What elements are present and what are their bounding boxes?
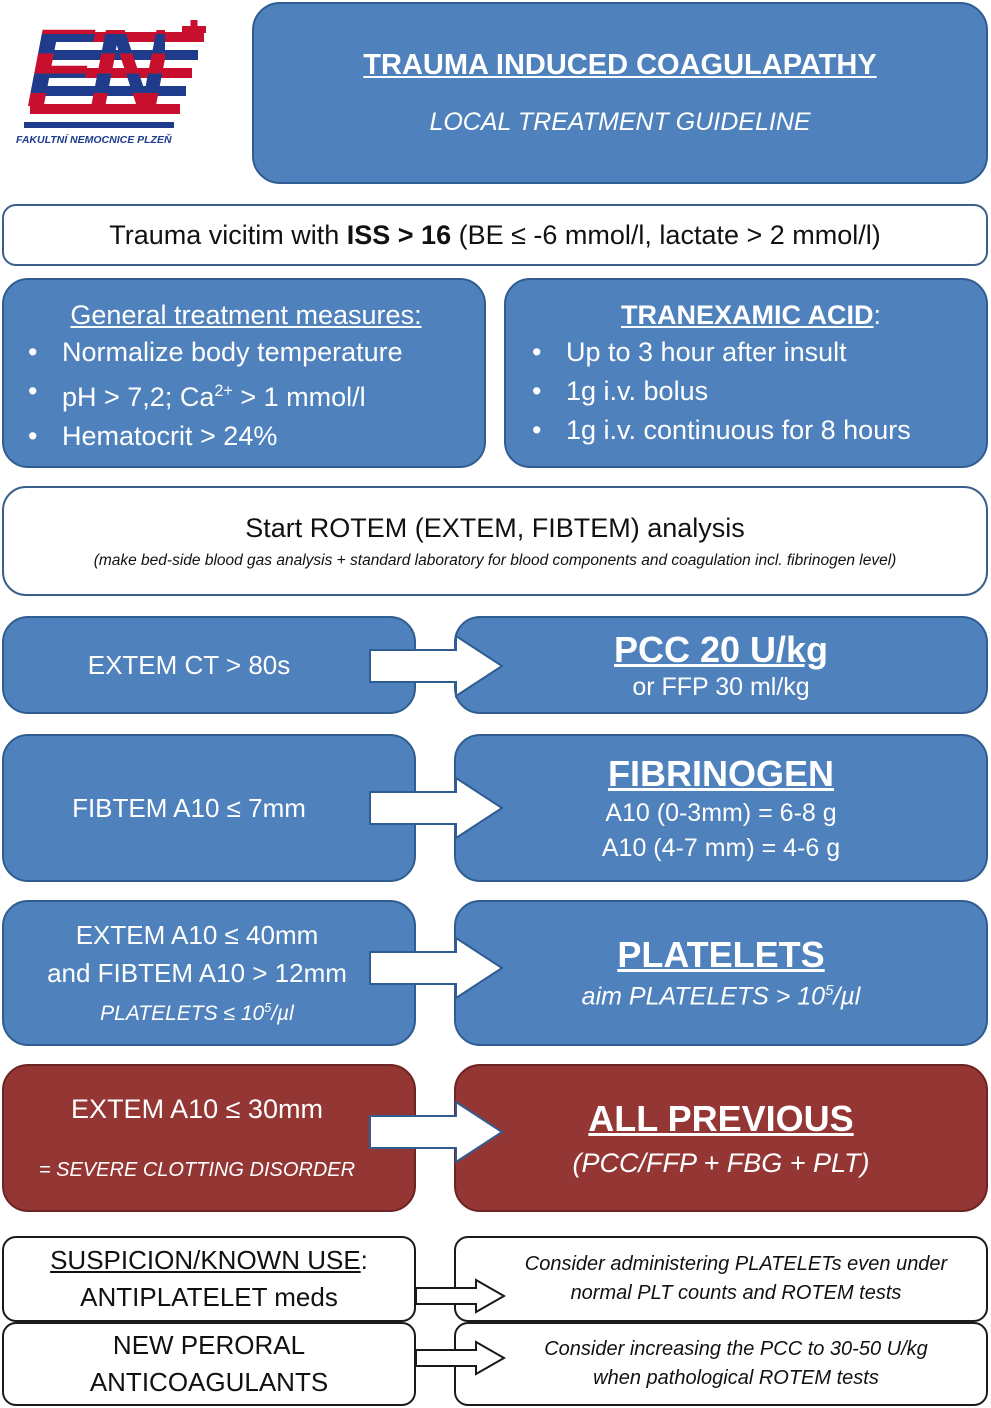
action-pcc: PCC 20 U/kg or FFP 30 ml/kg [454,616,988,714]
hospital-logo: FAKULTNÍ NEMOCNICE PLZEŇ [14,20,214,150]
condition-severe: EXTEM A10 ≤ 30mm = SEVERE CLOTTING DISOR… [2,1064,416,1212]
list-item: Hematocrit > 24% [24,417,468,456]
logo-letters: FN [26,7,169,130]
action-title: PCC 20 U/kg [613,628,829,670]
action-title: FIBRINOGEN [607,753,834,794]
antiplatelet-advice: Consider administering PLATELETs even un… [454,1236,988,1322]
general-measures-panel: General treatment measures: Normalize bo… [2,278,486,468]
page-title: TRAUMA INDUCED COAGULAPATHY [363,49,877,81]
action-all-previous: ALL PREVIOUS (PCC/FFP + FBG + PLT) [454,1064,988,1212]
list-item: Up to 3 hour after insult [528,333,974,372]
condition-platelets: EXTEM A10 ≤ 40mm and FIBTEM A10 > 12mm P… [2,900,416,1046]
criteria-text: Trauma vicitim with ISS > 16 (BE ≤ -6 mm… [109,219,881,250]
title-panel: TRAUMA INDUCED COAGULAPATHY LOCAL TREATM… [252,2,988,184]
general-measures-list: Normalize body temperature pH > 7,2; Ca2… [24,333,468,456]
anticoagulants-panel: NEW PERORAL ANTICOAGULANTS [2,1322,416,1406]
condition-fibtem: FIBTEM A10 ≤ 7mm [2,734,416,882]
arrow-right-icon [415,1340,507,1376]
arrow-right-icon [415,1278,507,1314]
arrow-right-icon [369,776,504,840]
fn-logo-graphic [24,20,206,128]
action-platelets: PLATELETS aim PLATELETS > 105/µl [454,900,988,1046]
list-item: pH > 7,2; Ca2+ > 1 mmol/l [24,372,468,417]
arrow-right-icon [369,1100,504,1164]
arrow-right-icon [369,936,504,1000]
txa-title: TRANEXAMIC ACID: [620,300,881,330]
action-fibrinogen: FIBRINOGEN A10 (0-3mm) = 6-8 g A10 (4-7 … [454,734,988,882]
rotem-title: Start ROTEM (EXTEM, FIBTEM) analysis [245,512,745,543]
list-item: 1g i.v. bolus [528,372,974,411]
rotem-panel: Start ROTEM (EXTEM, FIBTEM) analysis (ma… [2,486,988,596]
tranexamic-acid-panel: TRANEXAMIC ACID: Up to 3 hour after insu… [504,278,988,468]
logo-subtitle: FAKULTNÍ NEMOCNICE PLZEŇ [16,134,172,146]
condition-extem-ct: EXTEM CT > 80s [2,616,416,714]
inclusion-criteria: Trauma vicitim with ISS > 16 (BE ≤ -6 mm… [2,204,988,266]
antiplatelet-panel: SUSPICION/KNOWN USE: ANTIPLATELET meds [2,1236,416,1322]
page-subtitle: LOCAL TREATMENT GUIDELINE [429,108,811,136]
action-title: ALL PREVIOUS [588,1097,854,1139]
list-item: Normalize body temperature [24,333,468,372]
action-title: PLATELETS [617,934,825,976]
anticoagulants-advice: Consider increasing the PCC to 30-50 U/k… [454,1322,988,1406]
general-measures-title: General treatment measures: [70,300,422,330]
arrow-right-icon [369,634,504,698]
rotem-note: (make bed-side blood gas analysis + stan… [93,551,897,569]
txa-list: Up to 3 hour after insult 1g i.v. bolus … [528,333,974,450]
list-item: 1g i.v. continuous for 8 hours [528,411,974,450]
